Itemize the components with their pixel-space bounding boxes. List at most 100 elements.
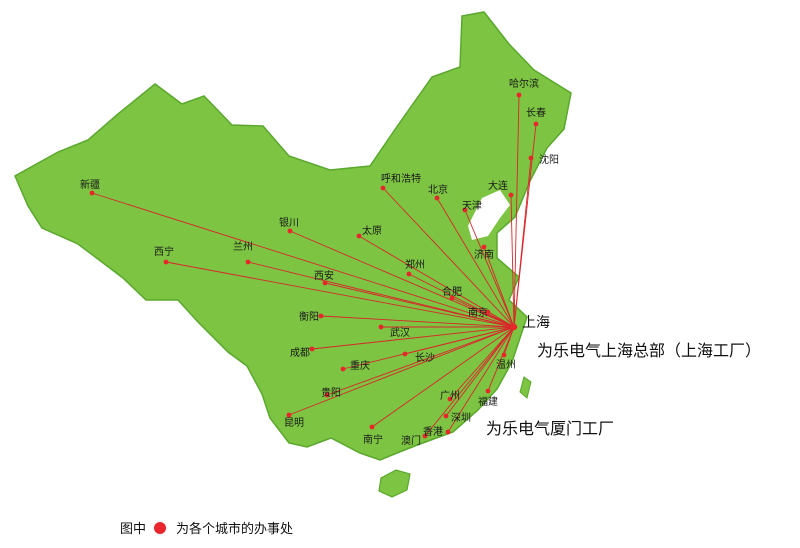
city-dot (309, 346, 315, 352)
city-label: 长春 (526, 107, 546, 119)
city-label: 哈尔滨 (509, 77, 539, 90)
city-label: 新疆 (80, 178, 100, 191)
route-line (382, 187, 515, 328)
city-dot (318, 313, 324, 319)
route-line (289, 230, 515, 328)
city-label: 武汉 (390, 326, 410, 339)
city-dot (434, 195, 440, 201)
city-label: 长沙 (415, 352, 435, 364)
city-dot (369, 424, 375, 430)
route-line (436, 197, 515, 328)
city-dots (89, 92, 539, 439)
china-landmass (14, 11, 572, 498)
route-lines (91, 94, 537, 437)
route-line (510, 194, 515, 328)
bohai-sea (468, 190, 510, 240)
city-dot (340, 366, 346, 372)
route-line (447, 326, 515, 433)
xiamen-factory-callout: 为乐电气厦门工厂 (486, 419, 615, 438)
city-label: 香港 (423, 426, 443, 438)
city-dot (516, 92, 522, 98)
city-dot (378, 324, 384, 330)
legend-prefix: 图中 (120, 522, 147, 537)
city-dot (402, 351, 408, 357)
city-dot (533, 121, 539, 127)
hub-dot (510, 323, 518, 331)
route-line (288, 326, 515, 416)
city-dot (501, 352, 507, 358)
city-dot (445, 429, 451, 435)
city-dot (508, 192, 514, 198)
route-line (483, 246, 515, 328)
route-line (165, 261, 515, 328)
route-line (487, 311, 515, 328)
route-line (324, 282, 515, 328)
city-label: 广州 (440, 390, 460, 402)
route-line (371, 326, 515, 428)
route-line (320, 315, 515, 328)
route-line (513, 94, 520, 328)
route-line (487, 326, 515, 392)
city-dot (485, 388, 491, 394)
city-dot (406, 271, 412, 277)
city-label: 南宁 (363, 433, 383, 446)
city-label: 澳门 (401, 434, 421, 447)
city-dot (286, 412, 292, 418)
city-label: 北京 (428, 183, 448, 196)
city-label: 福建 (478, 395, 498, 408)
route-line (342, 326, 515, 370)
route-line (424, 326, 515, 437)
city-dot (422, 433, 428, 439)
city-dot (443, 413, 449, 419)
city-label: 温州 (496, 359, 516, 371)
city-label: 昆明 (284, 417, 304, 429)
hub-label: 上海 (522, 315, 550, 331)
route-line (326, 326, 515, 396)
city-label: 西安 (314, 269, 334, 282)
mainland-shape (14, 11, 572, 461)
hainan-island (378, 469, 411, 498)
city-label: 重庆 (350, 359, 370, 372)
city-dot (245, 259, 251, 265)
legend: 图中 为各个城市的办事处 (120, 518, 293, 537)
shanghai-factory-callout: 为乐电气上海总部（上海工厂） (537, 341, 762, 360)
city-dot (380, 185, 386, 191)
route-line (311, 326, 515, 350)
city-dot (449, 295, 455, 301)
city-dot (324, 392, 330, 398)
route-line (449, 326, 515, 400)
city-dot (89, 190, 95, 196)
legend-dot (154, 521, 167, 534)
city-label: 成都 (290, 347, 310, 359)
city-label: 深圳 (451, 412, 471, 424)
city-dot (356, 233, 362, 239)
city-label: 贵阳 (321, 386, 341, 399)
city-label: 大连 (488, 179, 508, 192)
city-label: 衡阳 (299, 311, 319, 323)
city-label: 呼和浩特 (381, 173, 421, 185)
city-label: 合肥 (442, 285, 462, 298)
city-dot (447, 396, 453, 402)
city-dot (163, 259, 169, 265)
route-line (408, 273, 515, 328)
city-label: 兰州 (233, 240, 253, 253)
legend-text: 为各个城市的办事处 (176, 522, 294, 537)
route-line (464, 209, 515, 328)
route-line (91, 192, 515, 328)
city-label: 太原 (362, 224, 382, 237)
city-dot (322, 280, 328, 286)
city-label: 沈阳 (539, 153, 559, 166)
city-dot (528, 155, 534, 161)
city-dot (462, 207, 468, 213)
city-label: 西宁 (154, 245, 174, 258)
city-label: 济南 (474, 248, 494, 261)
city-label: 天津 (462, 200, 482, 212)
taiwan-island (519, 376, 532, 399)
route-line (445, 326, 515, 417)
city-dot (287, 228, 293, 234)
route-line (451, 297, 515, 328)
city-label: 银川 (279, 216, 299, 229)
route-line (513, 157, 532, 328)
